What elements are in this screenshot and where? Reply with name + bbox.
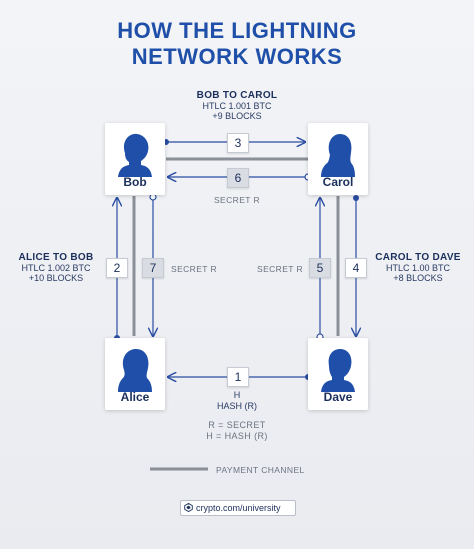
step-2-badge: 2 (106, 258, 128, 278)
step-3-badge: 3 (227, 133, 249, 153)
step-4-badge: 4 (345, 258, 367, 278)
definition-h: H = HASH (R) (206, 431, 268, 441)
label-bob-to-carol: BOB TO CAROL HTLC 1.001 BTC +9 BLOCKS (177, 90, 297, 121)
crypto-logo-icon (184, 503, 193, 512)
step-1-badge: 1 (227, 367, 249, 387)
carol-to-dave-blocks: +8 BLOCKS (393, 273, 443, 283)
person-icon (321, 134, 355, 177)
footer-url: crypto.com/university (196, 503, 281, 513)
secret-r-left: SECRET R (171, 264, 218, 274)
step-5-badge: 5 (309, 258, 331, 278)
node-bob: Bob (105, 123, 165, 195)
node-dave: Dave (308, 338, 368, 410)
secret-r-right: SECRET R (257, 264, 304, 274)
node-carol: Carol (308, 123, 368, 195)
bob-to-carol-heading: BOB TO CAROL (196, 90, 278, 101)
node-label-bob: Bob (123, 175, 147, 189)
h-label: H (233, 390, 241, 400)
person-icon (118, 349, 152, 392)
carol-to-dave-heading: CAROL TO DAVE (375, 252, 461, 263)
node-label-alice: Alice (120, 390, 150, 404)
node-alice: Alice (105, 338, 165, 410)
definition-r: R = SECRET (208, 420, 266, 430)
label-carol-to-dave: CAROL TO DAVE HTLC 1.00 BTC +8 BLOCKS (370, 252, 466, 283)
bob-to-carol-blocks: +9 BLOCKS (212, 111, 262, 121)
secret-r-top: SECRET R (213, 195, 261, 205)
person-icon (321, 349, 355, 392)
footer-badge: crypto.com/university (180, 500, 296, 516)
title-line-2: NETWORK WORKS (131, 44, 343, 69)
person-icon (118, 133, 152, 177)
title-line-1: HOW THE LIGHTNING (117, 18, 357, 43)
bob-to-carol-htlc: HTLC 1.001 BTC (202, 101, 272, 111)
carol-to-dave-htlc: HTLC 1.00 BTC (385, 263, 451, 273)
alice-to-bob-htlc: HTLC 1.002 BTC (21, 263, 91, 273)
node-label-carol: Carol (322, 175, 354, 189)
label-alice-to-bob: ALICE TO BOB HTLC 1.002 BTC +10 BLOCKS (10, 252, 102, 283)
hash-r-label: HASH (R) (217, 401, 257, 411)
step-7-badge: 7 (142, 258, 164, 278)
step-6-badge: 6 (227, 168, 249, 188)
alice-to-bob-heading: ALICE TO BOB (18, 252, 94, 263)
legend-label: PAYMENT CHANNEL (216, 465, 305, 475)
alice-to-bob-blocks: +10 BLOCKS (28, 273, 84, 283)
node-label-dave: Dave (323, 390, 353, 404)
